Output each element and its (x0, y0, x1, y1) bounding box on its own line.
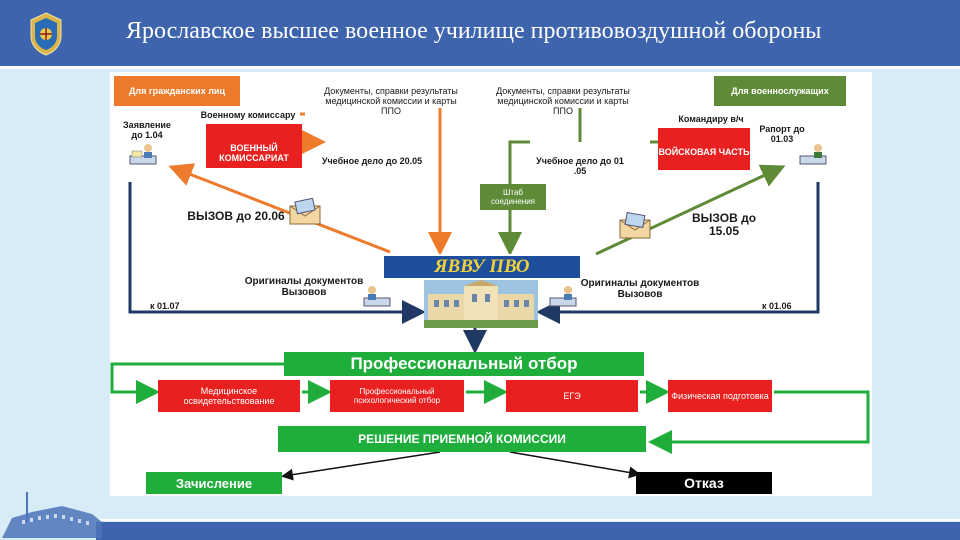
selection-box: Профессиональный отбор (284, 352, 644, 376)
arrow-selection-to-steps (110, 362, 284, 404)
originals-right-text: Оригиналы документов Вызовов (580, 278, 700, 300)
step-physical-box: Физическая подготовка (668, 380, 772, 412)
arrow-docs-right-to-school (498, 140, 530, 256)
call-left-text: ВЫЗОВ до 20.06 (187, 209, 285, 223)
enroll-box: Зачисление (146, 472, 282, 494)
school-box: ЯВВУ ПВО (382, 254, 582, 280)
arrow-steps-to-decision (648, 390, 870, 454)
unit-label: ВОЙСКОВАЯ ЧАСТЬ (658, 147, 750, 157)
person-desk-left-icon (363, 286, 391, 307)
decision-box: РЕШЕНИЕ ПРИЕМНОЙ КОМИССИИ (278, 426, 646, 452)
person-desk-right-icon (549, 286, 577, 307)
originals-left-text: Оригиналы документов Вызовов (244, 276, 364, 298)
arrow-to-reject (509, 451, 641, 479)
academy-emblem-icon (30, 12, 62, 56)
unit-box: ВОЙСКОВАЯ ЧАСТЬ (658, 128, 750, 170)
page-title: Ярославское высшее военное училище проти… (126, 18, 822, 44)
to-commissariat-text: Военному комиссару (200, 110, 296, 120)
report-right-text: Рапорт до 01.03 (759, 124, 805, 144)
envelope-icon (289, 198, 321, 225)
school-building-icon (424, 280, 538, 328)
call-right-text: ВЫЗОВ до 15.05 (691, 211, 757, 238)
deadline-right-text: к 01.06 (762, 301, 792, 311)
commissariat-label: ВОЕННЫЙ КОМИССАРИАТ (219, 143, 289, 163)
footer-divider (96, 519, 960, 521)
footer-bar (96, 522, 960, 540)
file-right-text: Учебное дело до 01 .05 (536, 156, 624, 176)
military-tag: Для военнослужащих (714, 76, 846, 106)
arrow-originals-right (536, 182, 820, 324)
to-commander-text: Командиру в/ч (678, 114, 744, 124)
docs-right-text: Документы, справки результаты медицинско… (496, 86, 630, 116)
envelope-right-icon (619, 212, 651, 239)
step-medical-box: Медицинское освидетельствование (158, 380, 300, 412)
civilians-tag: Для гражданских лиц (114, 76, 240, 106)
building-watermark-icon (2, 492, 102, 538)
reject-box: Отказ (636, 472, 772, 494)
person-desk-icon (129, 144, 157, 165)
admission-diagram: Для гражданских лиц Для военнослужащих З… (110, 72, 872, 496)
diagram-connectors (110, 108, 870, 481)
step-psych-box: Профессиональный психологический отбор (330, 380, 464, 412)
arrow-originals-left (128, 182, 426, 324)
commissariat-box: ВОЕННЫЙ КОМИССАРИАТ (206, 124, 302, 168)
arrow-call-left (168, 163, 391, 254)
deadline-left-text: к 01.07 (150, 301, 180, 311)
header-divider (0, 66, 960, 69)
file-left-text: Учебное дело до 20.05 (321, 156, 423, 166)
civ-application-text: Заявление до 1.04 (123, 120, 171, 140)
hq-box: Штаб соединения (480, 184, 546, 210)
arrow-call-right (595, 164, 786, 256)
header-bar: Ярославское высшее военное училище проти… (0, 0, 960, 66)
soldier-desk-icon (799, 144, 827, 165)
step-exam-box: ЕГЭ (506, 380, 638, 412)
arrow-to-enroll (281, 451, 441, 481)
docs-left-text: Документы, справки результаты медицинско… (324, 86, 458, 116)
